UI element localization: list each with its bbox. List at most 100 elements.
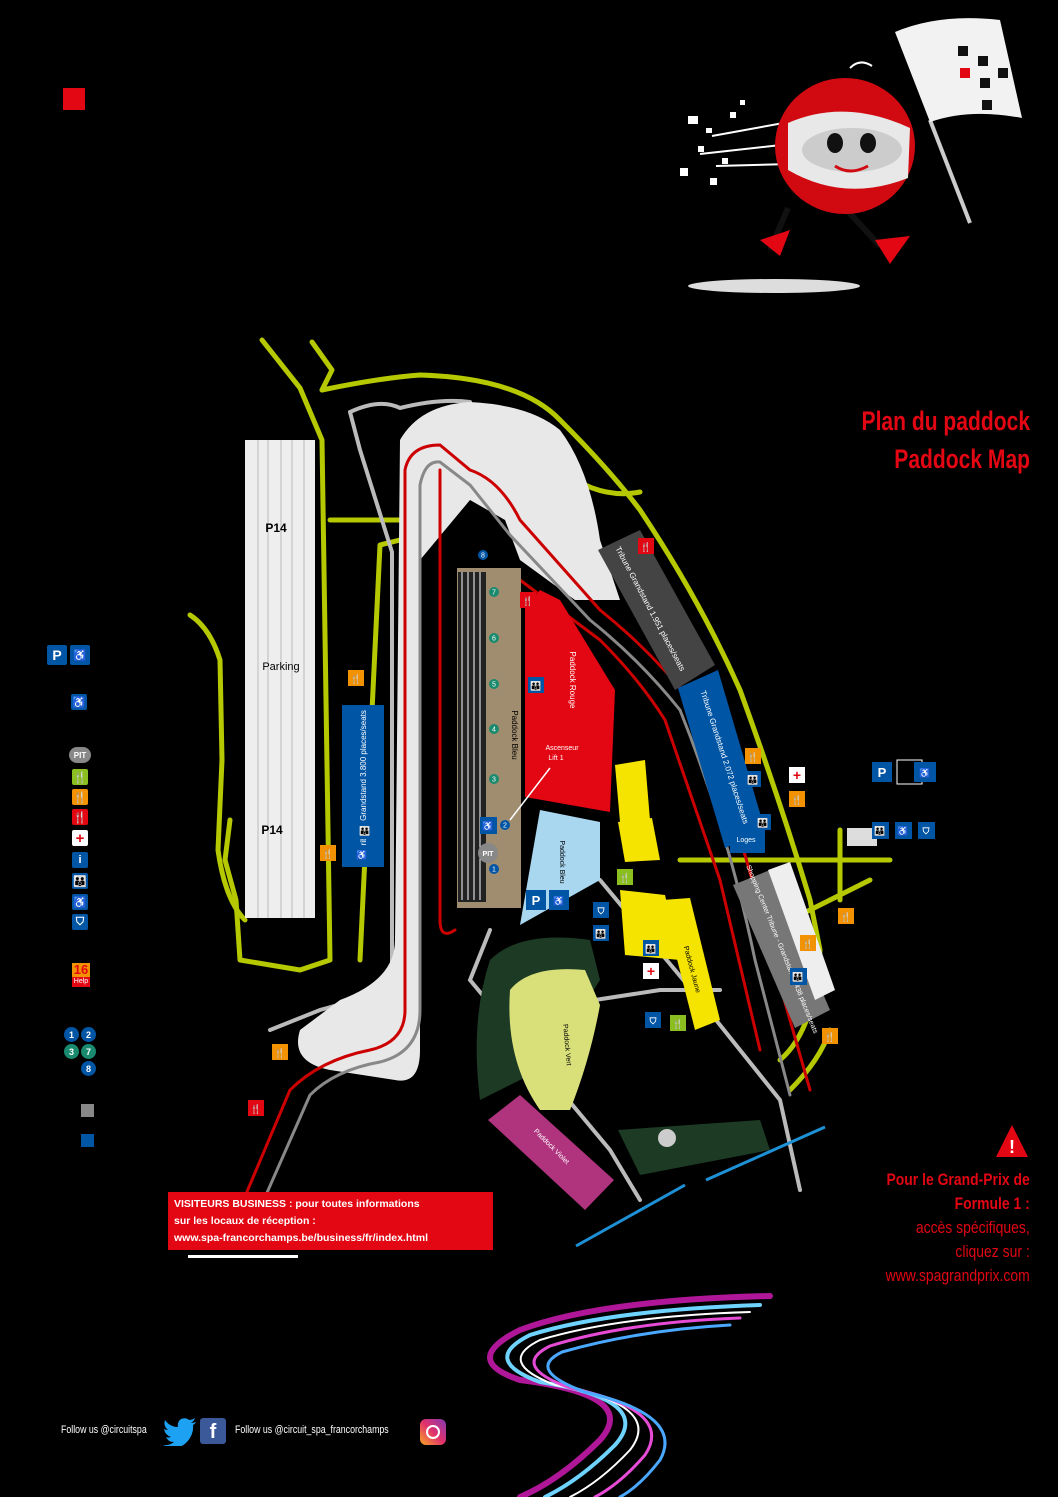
- svg-text:🍴: 🍴: [640, 541, 651, 553]
- parking-p14: [245, 440, 315, 918]
- svg-text:♿: ♿: [553, 895, 564, 906]
- label-p14-top: P14: [265, 521, 287, 535]
- svg-text:🍴: 🍴: [522, 595, 533, 607]
- legend-number-3: 3: [64, 1044, 79, 1059]
- twitter-icon[interactable]: [163, 1418, 197, 1451]
- warning-icon: [996, 1125, 1028, 1157]
- svg-text:🍴: 🍴: [274, 1047, 285, 1059]
- twitter-follow-text: Follow us @circuitspa: [61, 1424, 147, 1436]
- svg-text:👪: 👪: [747, 774, 758, 785]
- legend-number-8: 8: [81, 1061, 96, 1076]
- legend-info-icon: i: [72, 852, 88, 868]
- svg-text:👪: 👪: [645, 943, 656, 954]
- legend-food-orange-icon: 🍴: [72, 789, 88, 805]
- business-line-1: VISITEURS BUSINESS : pour toutes informa…: [174, 1198, 420, 1210]
- garage-number-7: 7: [492, 590, 496, 597]
- title-en: Paddock Map: [894, 444, 1030, 474]
- legend-toilets-icon: 👪: [72, 873, 88, 889]
- instagram-icon[interactable]: [420, 1419, 446, 1445]
- helmet-mascot-illustration: [680, 18, 1022, 293]
- grandstand-3800: [342, 705, 384, 867]
- label-paddock-vert: Paddock Vert: [561, 1024, 572, 1066]
- garage-number-5: 5: [492, 682, 496, 689]
- svg-text:🍴: 🍴: [250, 1103, 261, 1115]
- legend-parking-icon: P: [47, 645, 67, 665]
- map-icons: 🍴 🍴 🍴 🍴 👪 🍴 👪 + 🍴 👪 P ♿ 👪 ♿ ⛉ ♿ 👪 ♿ P ♿ …: [248, 538, 936, 1116]
- legend-number-7: 7: [81, 1044, 96, 1059]
- legend-number-1: 1: [64, 1027, 79, 1042]
- svg-text:👪: 👪: [595, 928, 606, 939]
- legend-baby-icon: ⛉: [72, 914, 88, 930]
- f1-note-link[interactable]: www.spagrandprix.com: [885, 1266, 1030, 1285]
- garage-number-2: 2: [503, 823, 507, 830]
- svg-text:P: P: [878, 765, 887, 780]
- light-streak-graphic: [487, 1293, 773, 1497]
- legend-help-number: 16: [73, 962, 89, 977]
- paddock-jaune-4: [662, 898, 720, 1030]
- label-paddock-bleu: Paddock Bleu: [510, 710, 519, 759]
- svg-text:⛉: ⛉: [922, 826, 930, 836]
- garage-number-3: 3: [492, 777, 496, 784]
- grandstand-1951: [598, 530, 715, 690]
- legend-number-2: 2: [81, 1027, 96, 1042]
- svg-text:P: P: [532, 893, 541, 908]
- legend-number-2-label: 2: [85, 1029, 91, 1040]
- facebook-icon[interactable]: f: [200, 1418, 226, 1444]
- legend-number-1-label: 1: [68, 1029, 74, 1040]
- label-lift: Lift 1: [548, 755, 563, 762]
- legend-disabled-parking-icon: ♿: [70, 645, 90, 665]
- garage-number-4: 4: [492, 727, 496, 734]
- legend-number-7-label: 7: [85, 1046, 91, 1057]
- svg-text:👪: 👪: [792, 971, 803, 982]
- paddock-rouge: [525, 590, 615, 812]
- legend-help-badge: 16 Help: [72, 963, 90, 987]
- label-loges: Loges: [736, 837, 756, 844]
- svg-text:🍴: 🍴: [672, 1018, 683, 1030]
- f1-access-note: Pour le Grand-Prix de Formule 1 : accès …: [886, 1168, 1030, 1288]
- svg-text:🍴: 🍴: [840, 911, 851, 923]
- svg-text:+: +: [647, 963, 655, 979]
- svg-text:🍴: 🍴: [791, 794, 802, 806]
- legend-pit-label: PIT: [73, 750, 87, 760]
- title-fr: Plan du paddock: [861, 406, 1030, 436]
- legend-food-green-icon: 🍴: [72, 769, 88, 785]
- svg-text:👪: 👪: [874, 825, 885, 836]
- svg-text:👪: 👪: [359, 825, 370, 836]
- svg-text:👪: 👪: [530, 680, 541, 691]
- grandstand-2072: [678, 670, 765, 848]
- instagram-follow-text: Follow us @circuit_spa_francorchamps: [235, 1424, 389, 1436]
- f1-note-line-3: accès spécifiques,: [916, 1218, 1030, 1237]
- svg-text:🍴: 🍴: [350, 673, 361, 685]
- svg-text:⛉: ⛉: [649, 1016, 657, 1026]
- svg-text:+: +: [793, 767, 801, 783]
- label-paddock-bleu-2: Paddock Bleu: [558, 840, 565, 883]
- svg-text:🍴: 🍴: [824, 1031, 835, 1043]
- paddock-vert: [509, 969, 600, 1110]
- legend-pit-icon: PIT: [69, 747, 91, 763]
- garage-number-8: 8: [481, 553, 485, 560]
- label-ascenseur: Ascenseur: [545, 745, 579, 752]
- legend-number-3-label: 3: [68, 1046, 74, 1057]
- f1-note-line-2: Formule 1 :: [954, 1194, 1030, 1213]
- svg-text:🍴: 🍴: [322, 848, 333, 860]
- paddock-violet: [488, 1095, 614, 1210]
- svg-text:🍴: 🍴: [747, 751, 758, 763]
- label-tribune-3800: Tribune Grandstand 3.800 places/seats: [359, 710, 368, 850]
- label-p14-bottom: P14: [261, 823, 283, 837]
- svg-text:🍴: 🍴: [802, 938, 813, 950]
- f1-note-line-1: Pour le Grand-Prix de: [886, 1170, 1030, 1189]
- svg-text:♿: ♿: [482, 820, 493, 831]
- f1-note-line-4: cliquez sur :: [955, 1242, 1030, 1261]
- svg-text:♿: ♿: [897, 825, 908, 836]
- legend-help-label: Help: [72, 977, 90, 987]
- garage-numbers: 8 7 6 5 4 3 2 1: [478, 550, 510, 874]
- map-pit-icon: PIT: [483, 851, 495, 858]
- legend-blue-square: [81, 1134, 94, 1147]
- paddock-jaune-1: [615, 760, 650, 822]
- legend-disabled-toilet-icon: ♿: [72, 894, 88, 910]
- map-title: Plan du paddock Paddock Map: [861, 402, 1030, 478]
- svg-text:⛉: ⛉: [597, 906, 605, 916]
- label-paddock-rouge: Paddock Rouge: [568, 652, 577, 709]
- business-link[interactable]: www.spa-francorchamps.be/business/fr/ind…: [174, 1232, 429, 1244]
